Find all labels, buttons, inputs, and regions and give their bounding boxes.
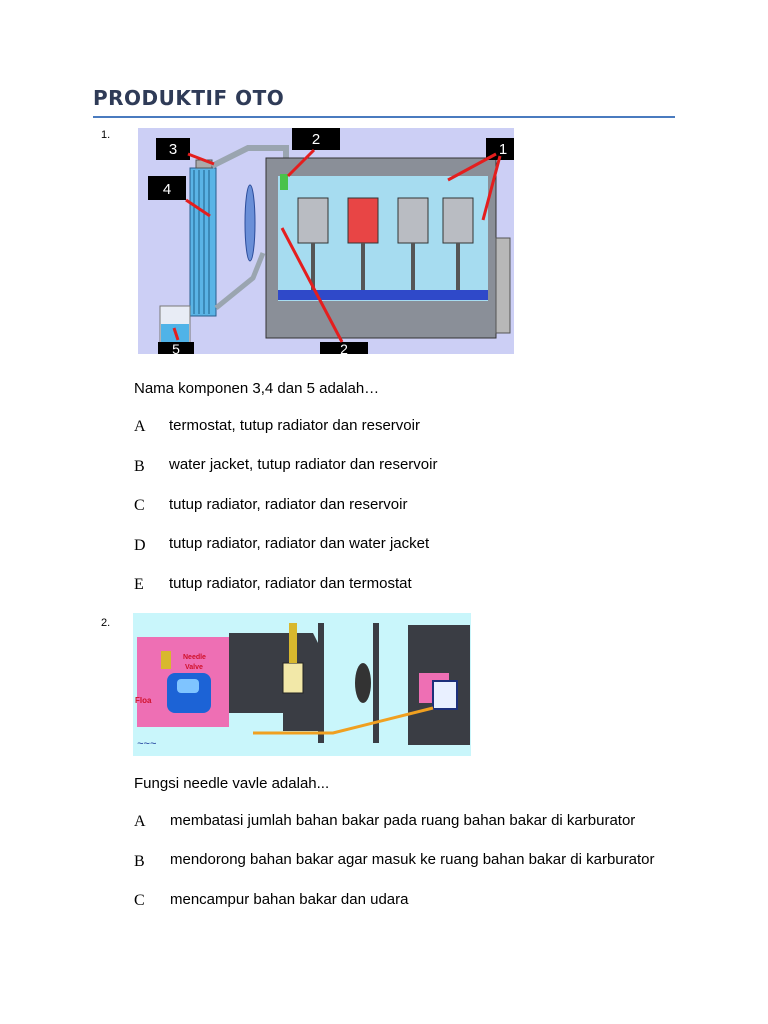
label-5: 5 — [172, 341, 180, 354]
q1-option-e-text[interactable]: tutup radiator, radiator dan termostat — [169, 575, 412, 592]
label-2-bottom: 2 — [340, 341, 348, 354]
piston-set — [297, 197, 474, 293]
q2-option-b-letter: B — [134, 853, 145, 870]
fuel-line — [253, 706, 434, 735]
pointer-arrows — [172, 148, 502, 343]
valve-label: Valve — [185, 664, 203, 671]
piston-slide — [282, 662, 304, 694]
q2-option-b-text[interactable]: mendorong bahan bakar agar masuk ke ruan… — [170, 851, 655, 868]
carburetor-diagram: Needle Valve Floa ~~~ — [133, 613, 471, 756]
title-divider — [93, 116, 675, 118]
page-title: PRODUKTIF OTO — [93, 86, 285, 110]
q1-option-a-text[interactable]: termostat, tutup radiator dan reservoir — [169, 417, 420, 434]
q1-option-b-letter: B — [134, 458, 145, 475]
q1-option-a-letter: A — [134, 418, 146, 435]
q2-option-a-letter: A — [134, 813, 146, 830]
float-label: Floa — [135, 696, 152, 705]
label-4: 4 — [163, 181, 171, 198]
question-2-number: 2. — [101, 617, 111, 629]
thermostat — [280, 174, 288, 190]
q1-option-c-text[interactable]: tutup radiator, radiator dan reservoir — [169, 496, 408, 513]
throttle-butterfly — [355, 663, 371, 703]
q2-option-a-text[interactable]: membatasi jumlah bahan bakar pada ruang … — [170, 812, 636, 829]
publisher-mark: ~~~ — [137, 738, 157, 750]
label-box-5 — [158, 342, 194, 354]
label-box-2-bottom — [320, 342, 368, 354]
needle-label: Needle — [183, 654, 206, 661]
question-1-number: 1. — [101, 129, 111, 141]
label-box-3 — [156, 138, 190, 160]
question-1-text: Nama komponen 3,4 dan 5 adalah… — [134, 380, 380, 397]
lower-hose — [214, 252, 266, 310]
filter — [432, 680, 458, 710]
crankshaft — [278, 290, 488, 300]
needle-valve — [161, 651, 171, 669]
q1-option-d-text[interactable]: tutup radiator, radiator dan water jacke… — [169, 535, 430, 552]
q1-option-b-text[interactable]: water jacket, tutup radiator dan reservo… — [169, 456, 438, 473]
flywheel — [495, 237, 511, 334]
label-box-4 — [148, 176, 186, 200]
question-2-text: Fungsi needle vavle adalah... — [134, 775, 330, 792]
q1-option-c-letter: C — [134, 497, 145, 514]
engine-cooling-diagram: 3 2 1 4 5 2 — [138, 128, 514, 354]
q2-option-c-text[interactable]: mencampur bahan bakar dan udara — [170, 891, 409, 908]
adjuster-screw — [289, 623, 297, 663]
q2-option-c-letter: C — [134, 892, 145, 909]
label-1: 1 — [499, 141, 507, 158]
q1-option-d-letter: D — [134, 537, 146, 554]
cooling-fan — [244, 184, 256, 262]
label-box-2-top — [292, 128, 340, 150]
label-2-top: 2 — [312, 131, 320, 148]
q1-option-e-letter: E — [134, 576, 144, 593]
label-3: 3 — [169, 141, 177, 158]
